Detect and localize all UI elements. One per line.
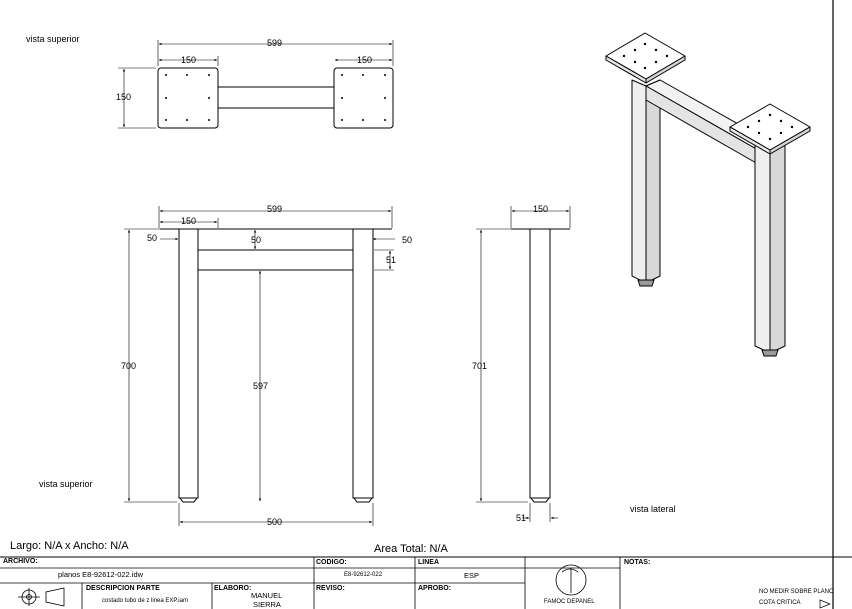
dim-front-inner-height: 597 bbox=[253, 381, 269, 391]
iso-leg-right bbox=[754, 142, 771, 354]
top-view-plate-left bbox=[157, 67, 219, 129]
elaboro-label: ELABORO: bbox=[214, 585, 252, 592]
top-view-plate-right bbox=[333, 67, 394, 129]
top-view-bolt-holes bbox=[165, 74, 386, 121]
front-view-crossbeam bbox=[197, 249, 354, 271]
dim-front-inner: 50 bbox=[251, 235, 262, 245]
dim-front-leg-right: 50 bbox=[402, 235, 413, 245]
dim-side-height: 701 bbox=[472, 361, 488, 371]
front-view-leg-right bbox=[352, 228, 374, 499]
dim-top-depth: 150 bbox=[116, 92, 132, 102]
dim-front-plate: 150 bbox=[181, 216, 197, 226]
dim-top-plate-left: 150 bbox=[181, 55, 197, 65]
archivo-value: planos E8-92612-022.idw bbox=[58, 570, 144, 579]
dim-top-width: 599 bbox=[267, 38, 283, 48]
dim-top-plate-right: 150 bbox=[357, 55, 373, 65]
dim-side-width: 150 bbox=[533, 204, 549, 214]
dim-side-foot: 51 bbox=[516, 513, 527, 523]
codigo-label: CODIGO: bbox=[316, 559, 347, 566]
linea-value: ESP bbox=[464, 571, 480, 580]
reviso-label: REVISO: bbox=[316, 585, 345, 592]
note-no-medir: NO MEDIR SOBRE PLANO bbox=[759, 589, 834, 595]
dim-front-height: 700 bbox=[121, 361, 137, 371]
linea-label: LINEA bbox=[418, 559, 439, 566]
top-view-label: vista superior bbox=[26, 34, 80, 44]
dim-front-leg-left: 50 bbox=[147, 233, 158, 243]
descripcion-value: costado tubo de z linea EXP.iam bbox=[102, 598, 188, 604]
company-logo-icon bbox=[555, 564, 587, 596]
elaboro-value-1: MANUEL bbox=[251, 591, 283, 600]
iso-plate-left-top bbox=[605, 32, 686, 80]
codigo-value: E8-92612-022 bbox=[344, 572, 383, 578]
descripcion-label: DESCRIPCION PARTE bbox=[86, 585, 160, 592]
aprobo-label: APROBO: bbox=[418, 585, 452, 592]
isometric-view bbox=[605, 32, 811, 357]
front-view-foot-left bbox=[179, 497, 198, 503]
dim-front-beam: 51 bbox=[386, 255, 397, 265]
front-view-foot-right bbox=[353, 497, 373, 503]
top-view bbox=[118, 40, 394, 129]
dim-front-base: 500 bbox=[267, 517, 283, 527]
side-view-foot bbox=[530, 497, 550, 503]
side-view-label: vista lateral bbox=[630, 504, 676, 514]
front-view-leg-left bbox=[178, 228, 199, 499]
size-info: Largo: N/A x Ancho: N/A bbox=[10, 540, 129, 552]
front-view bbox=[124, 206, 395, 526]
projection-symbol-icon bbox=[18, 587, 65, 607]
archivo-label: ARCHIVO: bbox=[3, 558, 38, 565]
front-view-label: vista superior bbox=[39, 479, 93, 489]
side-view-leg bbox=[529, 228, 551, 499]
iso-leg-left bbox=[631, 79, 647, 284]
dim-front-width: 599 bbox=[267, 204, 283, 214]
area-info: Area Total: N/A bbox=[374, 543, 448, 555]
company-name: FAMOC DEPANEL bbox=[544, 599, 595, 605]
notas-label: NOTAS: bbox=[624, 559, 651, 566]
title-block bbox=[0, 557, 831, 609]
note-cota-critica: COTA CRITICA bbox=[759, 600, 801, 606]
critical-dimension-icon bbox=[819, 599, 831, 609]
elaboro-value-2: SIERRA bbox=[253, 600, 281, 609]
side-view bbox=[476, 206, 571, 522]
